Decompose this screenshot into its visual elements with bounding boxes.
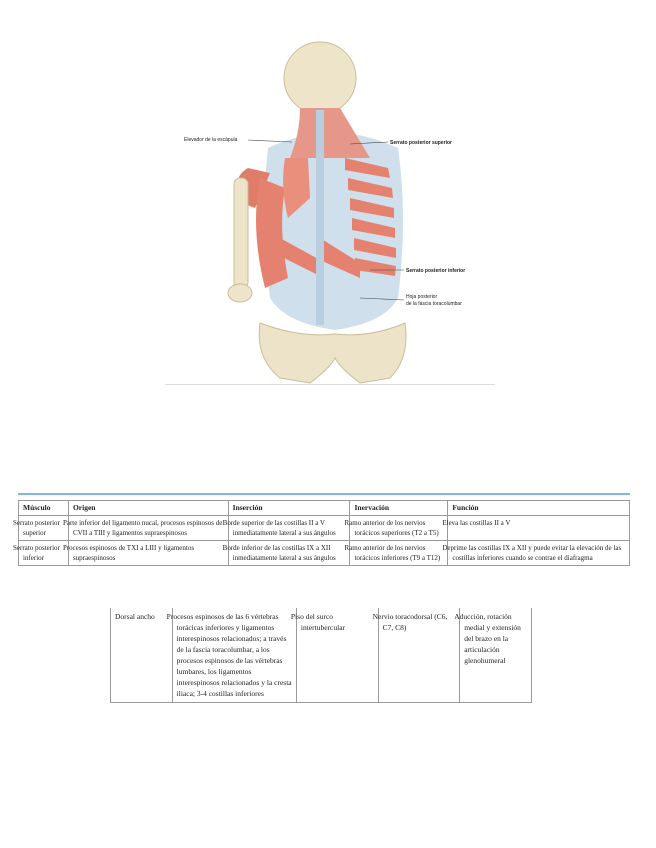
table-header-row: Músculo Origen Inserción Inervación Func… — [18, 500, 630, 516]
table-row: Serrato posterior inferior Procesos espi… — [13, 540, 630, 566]
cell-function: Aducción, rotación medial y extensión de… — [454, 608, 532, 703]
cell-muscle: Serrato posterior inferior — [13, 540, 69, 566]
cell-function: Deprime las costillas IX a XII y puede e… — [442, 540, 630, 566]
label-levator: Elevador de la escápula — [184, 137, 238, 143]
table-row: Serrato posterior superior Parte inferio… — [13, 515, 630, 541]
muscle-table: Músculo Origen Inserción Inervación Func… — [13, 493, 630, 566]
back-muscles-illustration: Elevador de la escápula Serrato posterio… — [184, 41, 465, 384]
header-insertion: Inserción — [227, 500, 351, 516]
latissimus-table: Dorsal ancho Procesos espinosos de las 6… — [110, 608, 532, 703]
figure-baseline — [165, 384, 495, 385]
cell-insertion: Borde inferior de las costillas IX a XII… — [223, 540, 351, 566]
header-muscle: Músculo — [18, 500, 69, 516]
cell-innervation: Ramo anterior de los nervios torácicos i… — [344, 540, 449, 566]
cell-origin: Procesos espinosos de TXI a LIII y ligam… — [63, 540, 229, 566]
cell-innervation: Nervio toracodorsal (C6, C7, C8) — [373, 608, 461, 703]
table-row: Dorsal ancho Procesos espinosos de las 6… — [110, 608, 532, 703]
header-innervation: Inervación — [349, 500, 449, 516]
cell-insertion: Borde superior de las costillas II a V i… — [223, 515, 351, 541]
cell-origin: Parte inferior del ligamento nucal, proc… — [63, 515, 229, 541]
label-serratus-inferior: Serrato posterior inferior — [406, 268, 465, 274]
header-function: Función — [447, 500, 630, 516]
cell-muscle: Serrato posterior superior — [13, 515, 69, 541]
latissimus-row-table: Dorsal ancho Procesos espinosos de las 6… — [110, 608, 532, 703]
header-origin: Origen — [67, 500, 229, 516]
cell-muscle: Dorsal ancho — [110, 608, 173, 703]
cell-insertion: Piso del surco intertubercular — [291, 608, 379, 703]
anatomy-figure: Elevador de la escápula Serrato posterio… — [160, 38, 500, 386]
label-fascia-line2: de la fascia toracolumbar — [406, 301, 462, 307]
cell-origin: Procesos espinosos de las 6 vértebras to… — [167, 608, 297, 703]
cell-function: Eleva las costillas II a V — [442, 515, 630, 541]
table-top-rule — [18, 493, 630, 495]
label-serratus-superior: Serrato posterior superior — [390, 140, 452, 146]
label-fascia-line1: Hoja posterior — [406, 294, 437, 300]
serratus-table: Músculo Origen Inserción Inervación Func… — [13, 500, 630, 566]
cell-innervation: Ramo anterior de los nervios torácicos s… — [344, 515, 449, 541]
